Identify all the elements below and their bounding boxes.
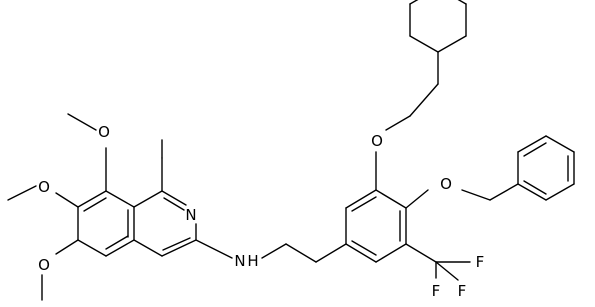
bond [545,135,575,153]
bond [345,243,377,263]
ring-nitrogen-label: N [185,206,196,224]
bond [461,189,491,201]
bond [67,113,97,131]
bond-double [351,240,377,256]
bond [375,243,407,263]
bond-double [523,142,547,157]
bond [409,83,439,117]
bond-double [83,197,107,212]
bond [77,239,107,257]
oxygen-6-methoxy-label: O [38,256,50,274]
oxygen-3-benzyloxy-label: O [371,132,383,150]
oxygen-8-methoxy-label: O [98,123,110,141]
bond [55,192,79,208]
bond [437,35,467,53]
bond [435,261,459,281]
bond [161,190,187,206]
bond-double [163,197,185,211]
bond [405,243,437,263]
bond [261,243,287,259]
bond [133,239,163,257]
oxygen-7-methoxy-label: O [38,178,50,196]
bond [385,115,411,131]
bond [105,239,135,257]
bond [315,243,347,263]
bond [405,189,429,209]
fluorine-1-label: F [432,282,441,300]
bond [55,239,79,255]
bond [545,183,575,201]
bond [285,243,317,263]
bond-double [523,180,547,195]
bond-double [162,237,191,251]
bond-double [351,196,377,212]
bond [457,0,467,5]
bond [7,185,37,201]
oxygen-4-benzyloxy-label: O [440,175,452,193]
amine-hydrogen-label: H [247,252,258,270]
bond [409,35,439,53]
bond [161,239,197,257]
bond [517,183,547,201]
atom-labels: N N H O O O O O F F F [38,123,484,300]
bond [345,189,377,209]
bond [375,189,407,209]
bonds [7,0,575,301]
bond [409,0,419,5]
bond [489,183,519,201]
bond [77,190,107,208]
fluorine-3-label: F [458,282,467,300]
bond [195,239,233,259]
bond [105,190,135,208]
bond-double [105,235,129,250]
amine-nitrogen-label: N [234,252,245,270]
bond [133,190,163,208]
fluorine-2-label: F [476,253,485,271]
bond [517,135,547,153]
